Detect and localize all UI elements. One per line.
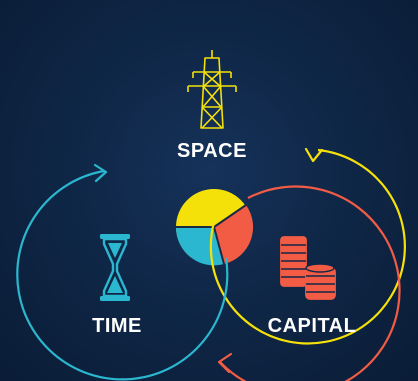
power-tower-icon (187, 50, 237, 129)
overlap-red-segment (214, 205, 254, 264)
overlap-center (175, 189, 254, 266)
capital-circle-ring (219, 185, 401, 381)
space-label: SPACE (177, 140, 247, 162)
time-circle-arrowhead (93, 163, 108, 183)
space-circle-ring (209, 148, 406, 345)
space-circle (209, 147, 406, 345)
capital-circle-arrowhead (217, 352, 233, 374)
capital-circle (217, 185, 401, 381)
hourglass-icon (100, 234, 130, 301)
space-circle-arrowhead (304, 147, 324, 163)
overlap-edge-lines (176, 204, 247, 265)
coin-stack-icon (280, 236, 336, 300)
time-circle-ring (16, 169, 229, 381)
time-circle (16, 163, 229, 381)
time-label: TIME (92, 315, 142, 337)
capital-label: CAPITAL (268, 315, 357, 337)
